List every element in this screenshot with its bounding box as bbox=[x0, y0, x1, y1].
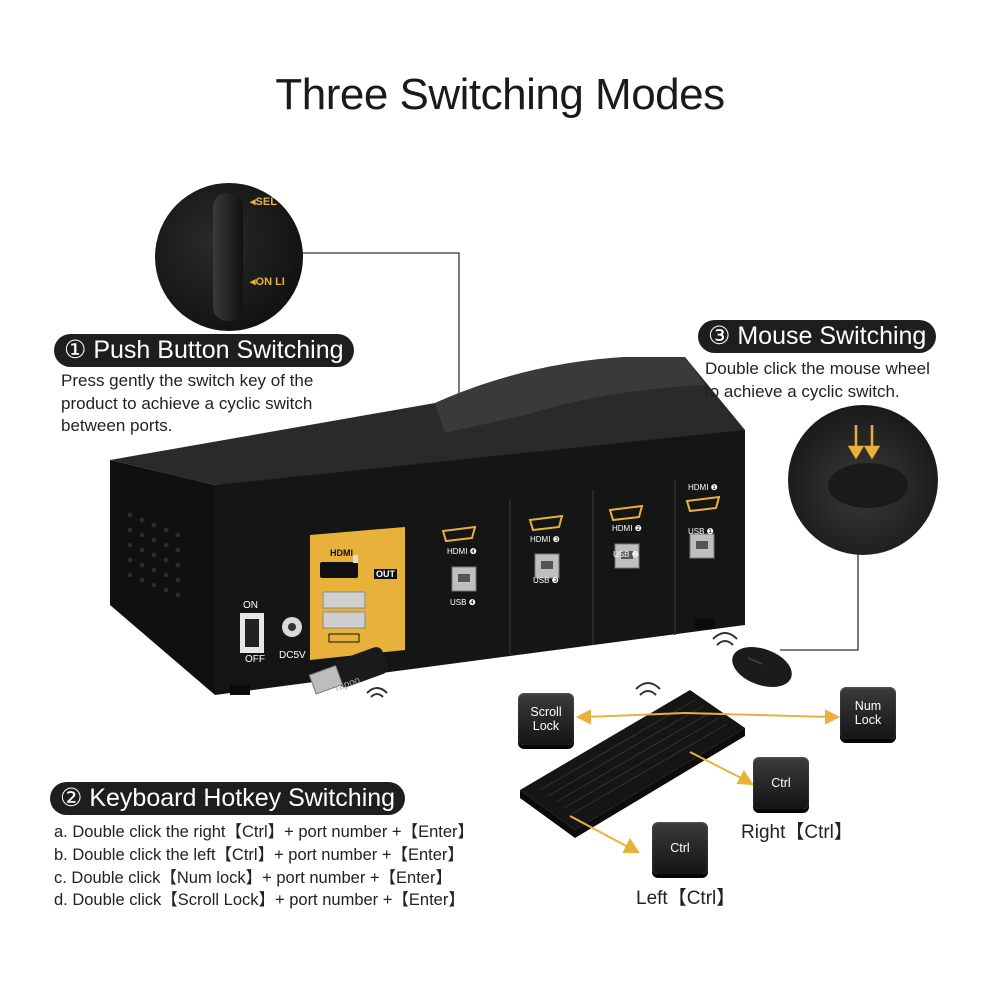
push-button-icon bbox=[213, 193, 243, 321]
usb-port-2-label: USB ❷ bbox=[613, 550, 639, 559]
hotkey-line-c: c. Double click【Num lock】+ port number +… bbox=[54, 868, 452, 887]
push-button-heading: ① Push Button Switching bbox=[54, 334, 354, 367]
down-arrows-icon bbox=[847, 425, 881, 460]
push-button-zoom: ◂SEL ◂ON LI bbox=[155, 183, 303, 331]
push-button-desc-line: between ports. bbox=[61, 416, 173, 435]
mouse-desc-line: to achieve a cyclic switch. bbox=[705, 381, 900, 401]
mouse-wheel-icon bbox=[828, 463, 908, 508]
num-lock-text: Num bbox=[854, 699, 882, 713]
keyboard-mouse-illustration bbox=[520, 632, 841, 853]
out-hdmi-label: HDMI bbox=[330, 548, 353, 558]
online-label: ◂ON LI bbox=[250, 276, 285, 288]
hdmi-port-1-label: HDMI ❶ bbox=[688, 483, 718, 492]
right-ctrl-key: Ctrl bbox=[753, 757, 809, 809]
hdmi-port-4-label: HDMI ❹ bbox=[447, 547, 477, 556]
right-ctrl-caption: Right【Ctrl】 bbox=[741, 822, 853, 843]
hotkey-line-b: b. Double click the left【Ctrl】+ port num… bbox=[54, 845, 464, 864]
keyboard-hotkey-heading: ② Keyboard Hotkey Switching bbox=[50, 782, 406, 815]
mouse-switching-heading: ③ Mouse Switching bbox=[698, 320, 937, 353]
hotkey-list: a. Double click the right【Ctrl】+ port nu… bbox=[54, 821, 474, 912]
power-on-label: ON bbox=[243, 600, 258, 611]
hdmi-port-2-label: HDMI ❷ bbox=[612, 524, 642, 533]
page-title: Three Switching Modes bbox=[275, 70, 725, 119]
mouse-desc-line: Double click the mouse wheel bbox=[705, 359, 930, 378]
power-off-label: OFF bbox=[245, 654, 265, 665]
usb-port-4-label: USB ❹ bbox=[450, 598, 476, 607]
hotkey-line-a: a. Double click the right【Ctrl】+ port nu… bbox=[54, 823, 475, 841]
push-button-description: Press gently the switch key of the produ… bbox=[61, 370, 313, 438]
push-button-desc-line: product to achieve a cyclic switch bbox=[61, 393, 313, 413]
usb-port-3-label: USB ❸ bbox=[533, 576, 559, 585]
mouse-switching-description: Double click the mouse wheel to achieve … bbox=[705, 358, 930, 403]
kvm-switch-device bbox=[110, 357, 745, 698]
left-ctrl-key: Ctrl bbox=[652, 822, 708, 874]
hdmi-port-3-label: HDMI ❸ bbox=[530, 535, 560, 544]
push-button-desc-line: Press gently the switch key of the bbox=[61, 371, 314, 390]
usb-port-1-label: USB ❶ bbox=[688, 527, 714, 536]
dc-label: DC5V bbox=[279, 650, 306, 661]
mouse-wheel-zoom bbox=[788, 405, 938, 555]
scroll-lock-text: Lock bbox=[532, 719, 560, 733]
out-label: OUT bbox=[374, 569, 397, 579]
hotkey-line-d: d. Double click【Scroll Lock】+ port numbe… bbox=[54, 891, 465, 910]
left-ctrl-caption: Left【Ctrl】 bbox=[636, 888, 736, 909]
select-label: ◂SEL bbox=[250, 196, 277, 208]
num-lock-text: Lock bbox=[854, 713, 882, 727]
scroll-lock-text: Scroll bbox=[530, 705, 562, 719]
